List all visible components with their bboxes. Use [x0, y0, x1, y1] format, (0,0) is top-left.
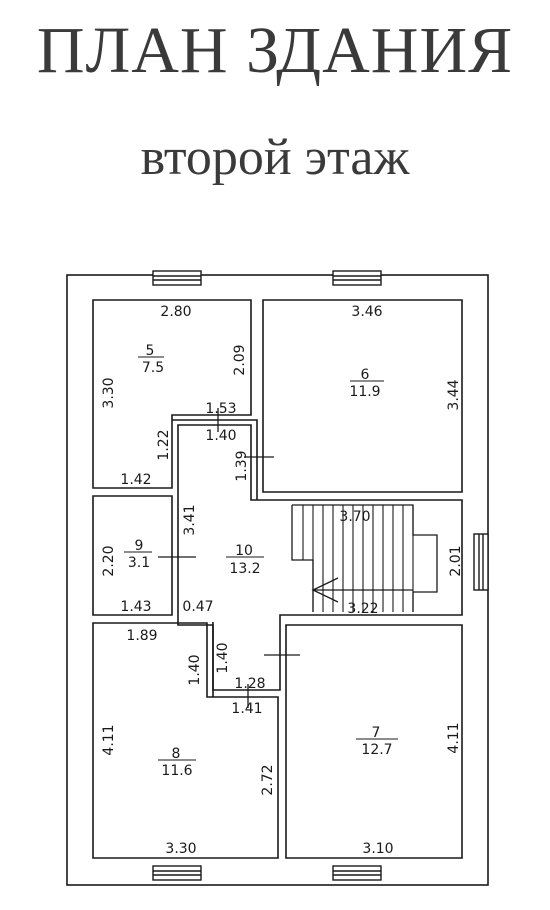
dim-corr-128: 1.28 — [234, 676, 265, 692]
dim-r5-top: 2.80 — [160, 304, 191, 320]
window-bottom-left — [152, 865, 202, 881]
room-5-label: 5 7.5 — [138, 343, 164, 376]
room-area: 12.7 — [361, 742, 392, 758]
room-number: 6 — [361, 367, 370, 383]
dim-stair-top: 3.70 — [339, 509, 370, 525]
dim-corr-141: 1.41 — [231, 701, 262, 717]
window-bottom-right — [332, 865, 382, 881]
room-number: 5 — [146, 343, 155, 359]
dim-r5-right: 2.09 — [232, 344, 248, 375]
room-9-label: 9 3.1 — [124, 538, 152, 571]
dim-r8-notch: 1.40 — [187, 654, 203, 685]
dim-door-153: 1.53 — [205, 401, 236, 417]
dim-door-139: 1.39 — [234, 450, 250, 481]
dim-r5-inner: 1.22 — [156, 429, 172, 460]
window-top-right — [332, 270, 382, 286]
dim-r5-bottom: 1.42 — [120, 472, 151, 488]
room-8-label: 8 11.6 — [158, 746, 196, 779]
room-area: 11.9 — [349, 384, 380, 400]
room-area: 3.1 — [128, 555, 150, 571]
floor-subtitle: второй этаж — [140, 129, 410, 186]
stair-steps — [302, 505, 414, 612]
room-area: 13.2 — [229, 561, 260, 577]
room-number: 8 — [172, 746, 181, 762]
dim-r8-left: 4.11 — [101, 724, 117, 755]
room-10-label: 10 13.2 — [226, 543, 264, 577]
dim-door-140a: 1.40 — [205, 428, 236, 444]
dim-r9-left: 2.20 — [101, 545, 117, 576]
room-6-label: 6 11.9 — [349, 367, 384, 400]
dim-r7-right: 4.11 — [446, 722, 462, 753]
dim-corr-140b: 1.40 — [215, 642, 231, 673]
room-10-outline — [177, 424, 463, 691]
room-area: 11.6 — [161, 763, 192, 779]
room-5-outline — [92, 299, 252, 489]
room-number: 9 — [135, 538, 144, 554]
dim-r10-left: 3.41 — [182, 504, 198, 535]
room-7-outline — [285, 624, 463, 859]
dimension-labels-vertical: 3.30 2.09 1.22 1.39 3.44 2.01 2.20 3.41 … — [101, 344, 464, 795]
stair-arrow-icon — [311, 577, 413, 603]
dim-r6-right: 3.44 — [446, 379, 462, 410]
room-6-outline — [262, 299, 463, 493]
room-number: 10 — [235, 543, 253, 559]
dimension-labels: 2.80 1.42 1.53 1.40 3.46 3.70 3.22 1.43 … — [120, 304, 393, 857]
room-8-outline — [92, 622, 279, 859]
dim-r8-top: 1.89 — [126, 628, 157, 644]
dim-r8-right: 2.72 — [260, 764, 276, 795]
plan-title: ПЛАН ЗДАНИЯ — [36, 14, 514, 87]
dim-r8-bottom: 3.30 — [165, 841, 196, 857]
dim-stair-right: 2.01 — [448, 545, 464, 576]
room-7-label: 7 12.7 — [356, 725, 398, 758]
room-9-outline — [92, 495, 173, 616]
dim-r6-top: 3.46 — [351, 304, 382, 320]
dim-stair-bottom: 3.22 — [347, 601, 378, 617]
window-right — [473, 533, 489, 591]
room-area: 7.5 — [142, 360, 164, 376]
dim-r7-bottom: 3.10 — [362, 841, 393, 857]
dim-047: 0.47 — [182, 599, 213, 615]
window-top-left — [152, 270, 202, 286]
dim-r5-left: 3.30 — [101, 377, 117, 408]
room-number: 7 — [372, 725, 381, 741]
dim-r9-bottom: 1.43 — [120, 599, 151, 615]
